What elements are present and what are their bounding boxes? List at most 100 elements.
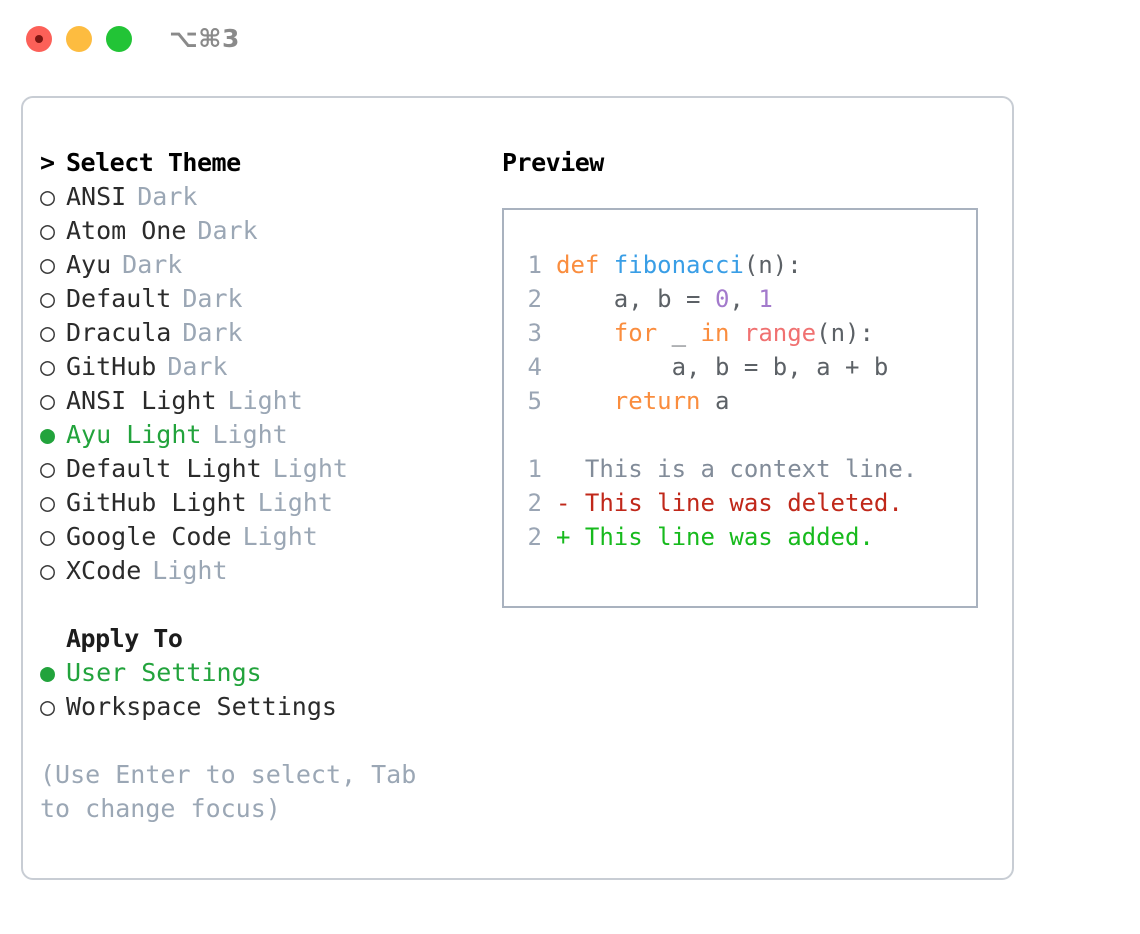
radio-unselected-icon: ○ xyxy=(40,454,56,483)
theme-option-label: Atom One xyxy=(66,216,187,245)
apply-to-header-label: Apply To xyxy=(66,624,183,653)
apply-to-option-user-settings[interactable]: ●User Settings xyxy=(40,656,480,690)
code-line: 3 for _ in range(n): xyxy=(520,316,970,350)
radio-unselected-icon: ○ xyxy=(40,318,56,347)
radio-selected-icon: ● xyxy=(40,658,56,687)
diff-line-text: - This line was deleted. xyxy=(556,489,903,517)
code-token-plain: a xyxy=(700,387,730,415)
preview-title: Preview xyxy=(502,148,604,177)
maximize-button[interactable] xyxy=(106,26,132,52)
code-token-num: 1 xyxy=(758,285,773,313)
select-theme-header-label: Select Theme xyxy=(66,148,241,177)
theme-option-github-light[interactable]: ○ GitHub Light Light xyxy=(40,486,480,520)
code-line: 4 a, b = b, a + b xyxy=(520,350,970,384)
window-titlebar: ⌥⌘3 xyxy=(0,0,1140,78)
line-number: 1 xyxy=(527,251,542,279)
apply-to-option-workspace-settings[interactable]: ○Workspace Settings xyxy=(40,690,480,724)
theme-mode-tag: Dark xyxy=(137,182,198,211)
theme-option-ansi-light[interactable]: ○ ANSI Light Light xyxy=(40,384,480,418)
theme-option-google-code[interactable]: ○ Google Code Light xyxy=(40,520,480,554)
theme-option-label: Ayu Light xyxy=(66,420,202,449)
theme-option-ayu-light[interactable]: ● Ayu Light Light xyxy=(40,418,480,452)
line-number: 2 xyxy=(527,489,542,517)
radio-selected-icon: ● xyxy=(40,420,56,449)
theme-option-default[interactable]: ○ Default Dark xyxy=(40,282,480,316)
line-number: 4 xyxy=(527,353,542,381)
keyboard-hint-text: (Use Enter to select, Tab to change focu… xyxy=(40,760,417,823)
code-token-plain: _ xyxy=(657,319,701,347)
theme-mode-tag: Light xyxy=(242,522,318,551)
radio-unselected-icon: ○ xyxy=(40,216,56,245)
line-number: 2 xyxy=(527,285,542,313)
code-token-plain xyxy=(556,387,614,415)
code-token-plain xyxy=(556,319,614,347)
prompt-caret-icon: > xyxy=(40,148,55,177)
theme-option-label: GitHub xyxy=(66,352,157,381)
code-line: 2 a, b = 0, 1 xyxy=(520,282,970,316)
line-number: 1 xyxy=(527,455,542,483)
diff-line-text: This is a context line. xyxy=(556,455,918,483)
code-token-plain: a, b = xyxy=(556,285,715,313)
theme-option-label: XCode xyxy=(66,556,142,585)
diff-line-del: 2 - This line was deleted. xyxy=(520,486,970,520)
diff-line-text: + This line was added. xyxy=(556,523,874,551)
theme-option-label: Google Code xyxy=(66,522,232,551)
theme-mode-tag: Light xyxy=(152,556,228,585)
theme-mode-tag: Light xyxy=(257,488,333,517)
theme-option-label: Ayu xyxy=(66,250,112,279)
radio-unselected-icon: ○ xyxy=(40,250,56,279)
apply-to-header: ○Apply To xyxy=(40,622,480,656)
line-number: 5 xyxy=(527,387,542,415)
radio-unselected-icon: ○ xyxy=(40,488,56,517)
code-token-kw: for xyxy=(613,319,658,347)
diff-line-add: 2 + This line was added. xyxy=(520,520,970,554)
keyboard-shortcut-label: ⌥⌘3 xyxy=(169,24,240,53)
code-token-plain xyxy=(729,319,743,347)
radio-unselected-icon: ○ xyxy=(40,284,56,313)
theme-mode-tag: Light xyxy=(212,420,288,449)
code-token-plain: (n): xyxy=(816,319,874,347)
preview-separator xyxy=(520,418,970,452)
line-number: 3 xyxy=(527,319,542,347)
theme-option-ayu[interactable]: ○ Ayu Dark xyxy=(40,248,480,282)
code-token-kw: return xyxy=(613,387,701,415)
theme-option-label: Default Light xyxy=(66,454,262,483)
theme-option-default-light[interactable]: ○ Default Light Light xyxy=(40,452,480,486)
theme-mode-tag: Dark xyxy=(122,250,183,279)
radio-unselected-icon: ○ xyxy=(40,386,56,415)
theme-mode-tag: Dark xyxy=(167,352,228,381)
code-token-call: range xyxy=(743,319,817,347)
radio-unselected-icon: ○ xyxy=(40,522,56,551)
code-token-fn: fibonacci xyxy=(613,251,744,279)
theme-mode-tag: Light xyxy=(227,386,303,415)
code-token-plain: (n): xyxy=(743,251,802,279)
theme-option-label: GitHub Light xyxy=(66,488,247,517)
code-token-kw: in xyxy=(700,319,730,347)
apply-to-list: ●User Settings○Workspace Settings xyxy=(40,656,480,724)
theme-option-label: ANSI xyxy=(66,182,127,211)
theme-option-label: Dracula xyxy=(66,318,172,347)
theme-option-label: ANSI Light xyxy=(66,386,217,415)
code-token-plain: a, b = b, a + b xyxy=(556,353,889,381)
select-theme-header: > Select Theme xyxy=(40,146,480,180)
line-number: 2 xyxy=(527,523,542,551)
theme-mode-tag: Light xyxy=(272,454,348,483)
theme-option-label: Default xyxy=(66,284,172,313)
code-line: 5 return a xyxy=(520,384,970,418)
minimize-button[interactable] xyxy=(66,26,92,52)
code-token-plain: , xyxy=(729,285,759,313)
apply-to-option-label: Workspace Settings xyxy=(66,692,337,721)
theme-mode-tag: Dark xyxy=(182,284,243,313)
